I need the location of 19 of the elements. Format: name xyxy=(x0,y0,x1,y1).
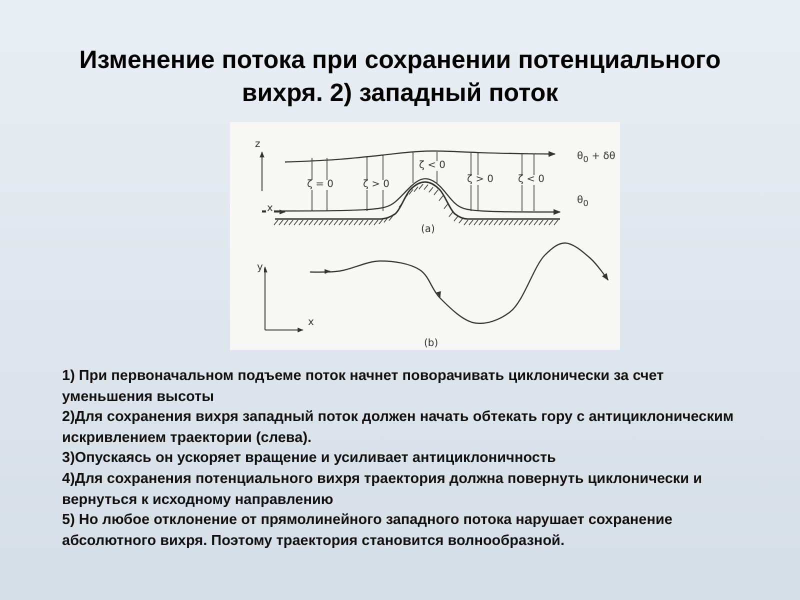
explanation-paragraph: 2)Для сохранения вихря западный поток должен начать обтекать гору с антициклоническим искривлением траектории (слева). xyxy=(62,408,735,448)
axis-label: x xyxy=(266,204,274,214)
title: Изменение потока при сохранении потенциального вихря. 2) западный поток xyxy=(78,45,722,109)
panel-label: (b) xyxy=(423,339,440,349)
explanation-paragraph: 5) Но любое отклонение от прямолинейного западного потока нарушает сохранение абсолютного вихря. Поэтому траектория становится волнообразной. xyxy=(62,511,674,550)
axis-label: z xyxy=(254,140,262,150)
vorticity-label: ζ = 0 xyxy=(306,180,335,190)
isentrope-label: θ$_{0}$ + δθ xyxy=(576,152,616,164)
vorticity-label: ζ < 0 xyxy=(418,161,447,171)
explanation-paragraph: 3)Опускаясь он ускоряет вращение и усиливает антициклоничность xyxy=(62,449,557,468)
panel-label: (a) xyxy=(420,225,436,235)
axis-label: y xyxy=(256,263,264,273)
explanation-paragraph: 1) При первоначальном подъеме поток начнет поворачивать циклонически за счет уменьшения высоты xyxy=(62,367,665,406)
explanation-paragraph: 4)Для сохранения потенциального вихря траектория должна повернуть циклонически и вернуться к исходному направлению xyxy=(62,470,704,510)
axis-label: x xyxy=(307,318,315,328)
vorticity-label: ζ < 0 xyxy=(517,175,546,185)
vorticity-label: ζ > 0 xyxy=(362,180,391,190)
isentrope-label: θ$_{0}$ xyxy=(576,196,590,208)
vorticity-label: ζ > 0 xyxy=(466,175,495,185)
